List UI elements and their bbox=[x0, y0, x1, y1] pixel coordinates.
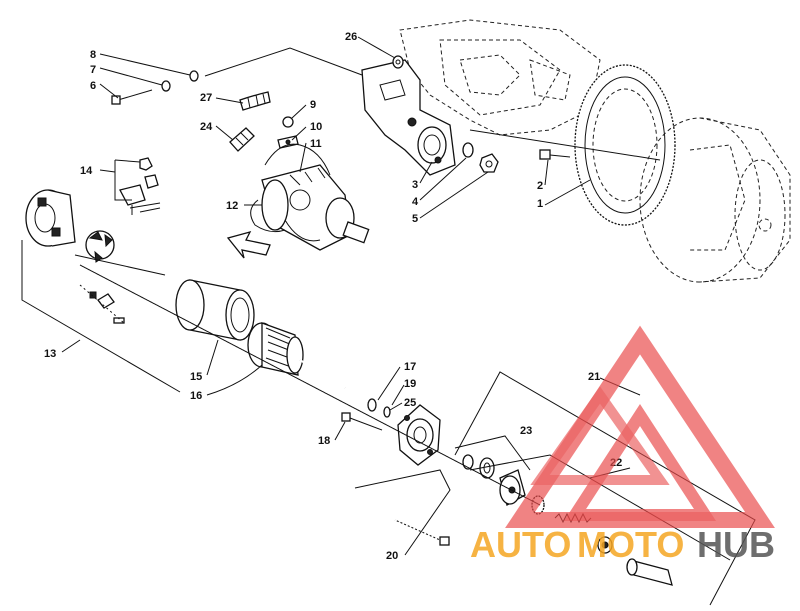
washer-part-8 bbox=[189, 70, 199, 82]
callout-12: 12 bbox=[226, 200, 238, 212]
washer-part-4 bbox=[462, 142, 474, 158]
starter-motor-assembly bbox=[250, 143, 370, 251]
end-cap bbox=[25, 189, 76, 247]
drive-end-housing bbox=[397, 404, 441, 466]
bolt-part-2 bbox=[539, 149, 571, 160]
callout-17: 17 bbox=[404, 361, 416, 373]
callout-25: 25 bbox=[404, 397, 416, 409]
bolt-part-6 bbox=[111, 89, 153, 105]
washer-part-26 bbox=[392, 55, 404, 69]
automotohub-watermark: AUTO MOTO HUB bbox=[470, 325, 775, 565]
clutch-housing-outline bbox=[639, 117, 791, 283]
callout-4: 4 bbox=[412, 196, 419, 208]
boot-part-27 bbox=[239, 91, 271, 111]
boot-part-24 bbox=[229, 127, 255, 152]
washer-part-7 bbox=[161, 80, 171, 92]
callout-21: 21 bbox=[588, 371, 600, 383]
stop-collar bbox=[597, 536, 613, 554]
callout-15: 15 bbox=[190, 371, 202, 383]
watermark-auto-text: AUTO bbox=[470, 524, 571, 565]
engine-block-outline bbox=[399, 19, 601, 136]
brush-holder bbox=[74, 230, 166, 276]
bolt-part-18 bbox=[341, 412, 383, 431]
drive-sleeve bbox=[626, 558, 673, 586]
triangle-logo-icon bbox=[505, 325, 775, 528]
callout-3: 3 bbox=[412, 179, 418, 191]
leader-lines bbox=[21, 36, 756, 606]
callout-27: 27 bbox=[200, 92, 212, 104]
washer-part-23a bbox=[462, 454, 474, 470]
callout-labels: 1 2 3 4 5 6 7 8 9 10 11 12 13 14 15 16 1… bbox=[44, 31, 622, 562]
callout-19: 19 bbox=[404, 378, 416, 390]
small-hardware bbox=[79, 284, 125, 324]
drive-clutch bbox=[499, 469, 526, 506]
callout-23: 23 bbox=[520, 425, 532, 437]
watermark-moto-text: MOTO bbox=[577, 524, 684, 565]
callout-2: 2 bbox=[537, 180, 543, 192]
callout-24: 24 bbox=[200, 121, 213, 133]
callout-1: 1 bbox=[537, 198, 543, 210]
through-bolt-part-20 bbox=[394, 519, 450, 546]
watermark-hub-text: HUB bbox=[697, 524, 775, 565]
callout-13: 13 bbox=[44, 348, 56, 360]
field-housing bbox=[175, 279, 255, 341]
direction-arrow bbox=[226, 230, 271, 259]
callout-16: 16 bbox=[190, 390, 202, 402]
nut-part-5 bbox=[479, 153, 499, 173]
callout-6: 6 bbox=[90, 80, 96, 92]
washer-part-17 bbox=[367, 398, 377, 412]
callout-8: 8 bbox=[90, 49, 96, 61]
ring-gear bbox=[574, 64, 676, 226]
callout-9: 9 bbox=[310, 99, 316, 111]
callout-10: 10 bbox=[310, 121, 322, 133]
callout-20: 20 bbox=[386, 550, 398, 562]
callout-26: 26 bbox=[345, 31, 357, 43]
callout-11: 11 bbox=[310, 138, 322, 150]
brush-parts bbox=[119, 157, 161, 215]
callout-5: 5 bbox=[412, 213, 418, 225]
mounting-bracket bbox=[361, 59, 456, 176]
callout-18: 18 bbox=[318, 435, 330, 447]
callout-7: 7 bbox=[90, 64, 96, 76]
nut-part-9 bbox=[282, 116, 294, 128]
washer-part-25 bbox=[383, 406, 391, 418]
callout-14: 14 bbox=[80, 165, 93, 177]
